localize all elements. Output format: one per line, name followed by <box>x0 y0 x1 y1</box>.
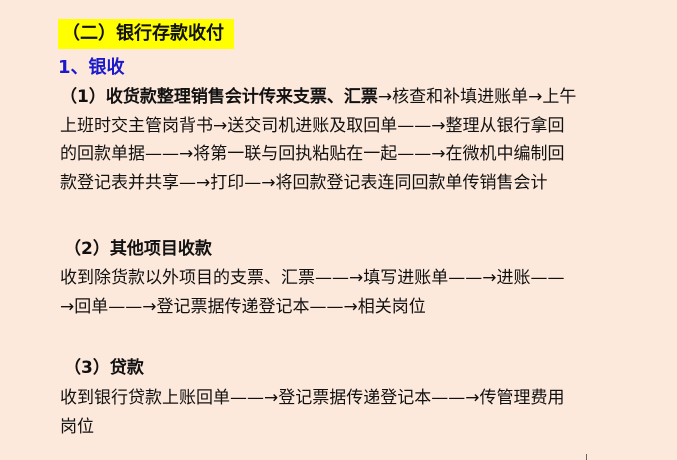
item-1-line-2: 上班时交主管岗背书→送交司机进账及取回单——→整理从银行拿回 <box>60 115 565 136</box>
item-1-line-1-text: →核查和补填进账单→上午 <box>377 87 577 107</box>
item-3-line-1: 收到银行贷款上账回单——→登记票据传递登记本——→传管理费用 <box>60 388 565 408</box>
item-3-paragraph: 收到银行贷款上账回单——→登记票据传递登记本——→传管理费用 岗位 <box>60 384 660 441</box>
item-3-heading: （3）贷款 <box>64 358 144 378</box>
item-2-line-2: →回单——→登记票据传递登记本——→相关岗位 <box>60 296 426 317</box>
item-2-paragraph: 收到除货款以外项目的支票、汇票——→填写进账单——→进账—— →回单——→登记票… <box>60 264 660 321</box>
item-1-paragraph: （1）收货款整理销售会计传来支票、汇票→核查和补填进账单→上午 上班时交主管岗背… <box>60 83 660 197</box>
section-title: （二）银行存款收付 <box>58 19 234 49</box>
subsection-heading: 1、银收 <box>58 57 125 78</box>
cursor-mark <box>586 454 587 460</box>
item-2-line-1: 收到除货款以外项目的支票、汇票——→填写进账单——→进账—— <box>60 268 565 288</box>
item-1-heading: （1）收货款整理销售会计传来支票、汇票 <box>60 87 378 107</box>
item-1-line-1: （1）收货款整理销售会计传来支票、汇票→核查和补填进账单→上午 <box>60 83 660 112</box>
item-2-heading: （2）其他项目收款 <box>64 239 212 259</box>
item-3-line-2: 岗位 <box>60 416 94 437</box>
item-1-line-3: 的回款单据——→将第一联与回执粘贴在一起——→在微机中编制回 <box>60 144 565 164</box>
item-1-line-4: 款登记表并共享—→打印—→将回款登记表连同回款单传销售会计 <box>60 172 548 193</box>
